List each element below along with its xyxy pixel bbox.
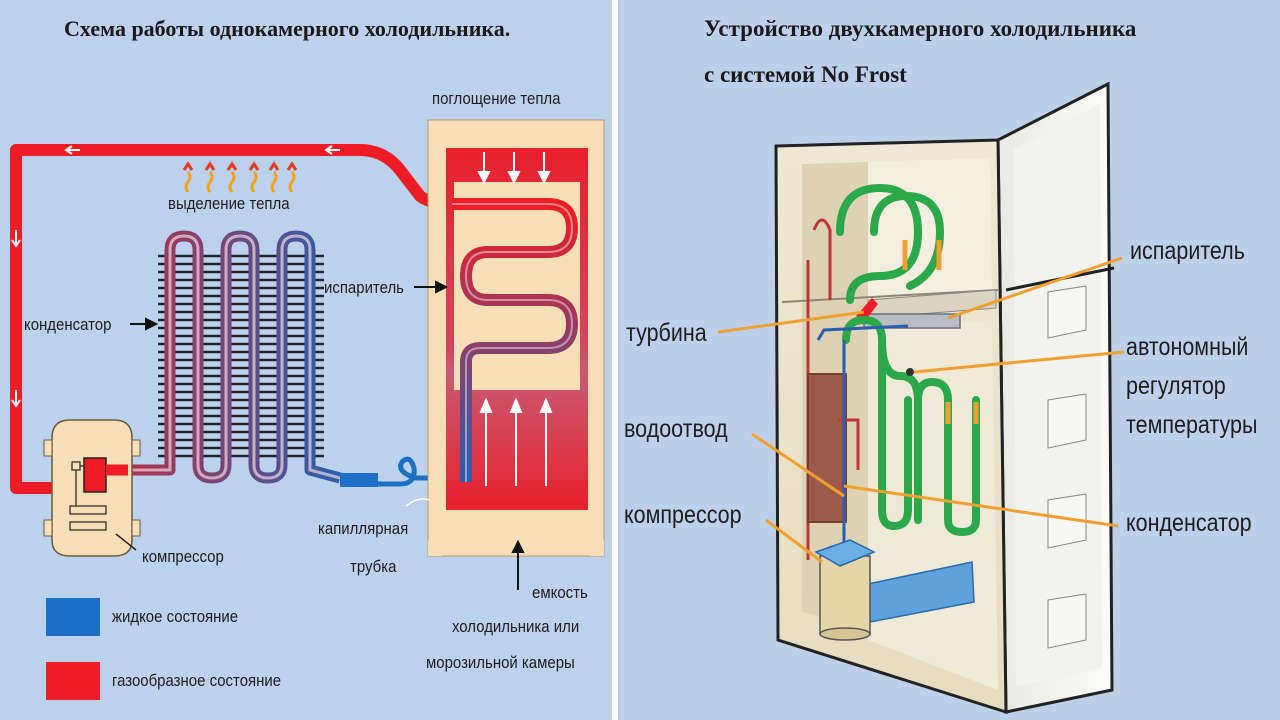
compressor-unit xyxy=(43,419,141,557)
panel-divider xyxy=(612,0,618,720)
evaporator-coil xyxy=(452,198,578,482)
legend-label-gas: газообразное состояние xyxy=(112,671,282,690)
drain-line-top xyxy=(816,324,909,341)
label-compressor-right: компрессор xyxy=(624,501,742,529)
label-heat-absorption: поглощение тепла xyxy=(432,89,561,108)
two-chamber-fridge-illustration xyxy=(717,81,1125,715)
lower-coils-green xyxy=(842,315,980,537)
label-compressor: компрессор xyxy=(142,547,224,566)
no-frost-scheme-panel: Устройство двухкамерного холодильника с … xyxy=(618,0,1280,720)
turbine-fan xyxy=(856,298,878,322)
fridge-chamber xyxy=(427,119,605,557)
label-chamber-line2: холодильника или xyxy=(452,617,580,636)
label-condenser-right: конденсатор xyxy=(1126,509,1252,537)
leader-lines xyxy=(717,256,1125,564)
label-chamber-line3: морозильной камеры xyxy=(426,653,575,672)
temperature-regulator xyxy=(906,368,914,376)
label-turbine: турбина xyxy=(626,319,707,347)
label-heat-release: выделение тепла xyxy=(168,193,290,215)
label-capillary-line1: капиллярная xyxy=(318,519,409,538)
label-chamber-line1: емкость xyxy=(532,583,588,602)
single-chamber-scheme-panel: Схема работы однокамерного холодильника. xyxy=(0,0,612,720)
label-drain: водоотвод xyxy=(624,415,728,443)
single-chamber-diagram xyxy=(10,119,605,590)
heat-release-arrows xyxy=(182,161,298,193)
label-condenser: конденсатор xyxy=(24,315,112,334)
lower-hot-segments xyxy=(945,402,979,424)
label-capillary-line2: трубка xyxy=(350,557,397,576)
right-title-line2: с системой No Frost xyxy=(704,62,907,87)
legend-swatch-gas xyxy=(46,662,100,700)
legend-label-liquid: жидкое состояние xyxy=(112,607,239,626)
label-regulator-line1: автономный xyxy=(1126,333,1249,361)
pointer-arrows xyxy=(130,280,525,590)
label-regulator-line3: температуры xyxy=(1126,411,1258,439)
condenser-fins xyxy=(158,254,324,458)
left-title: Схема работы однокамерного холодильника. xyxy=(64,16,511,41)
fridge-door xyxy=(996,81,1115,714)
legend-swatch-liquid xyxy=(46,598,100,636)
label-evaporator-right: испаритель xyxy=(1130,237,1245,265)
flow-arrows-top xyxy=(11,145,340,408)
right-title-line1: Устройство двухкамерного холодильника xyxy=(704,16,1137,41)
compressor xyxy=(814,539,876,641)
label-regulator-line2: регулятор xyxy=(1126,372,1226,400)
capillary-tube xyxy=(378,456,460,487)
label-evaporator: испаритель xyxy=(324,277,404,299)
coil-hot-segments xyxy=(902,240,942,270)
rising-air-arrows xyxy=(479,397,553,486)
evaporator-coils-green xyxy=(836,183,945,304)
heat-absorption-arrows xyxy=(477,152,551,185)
